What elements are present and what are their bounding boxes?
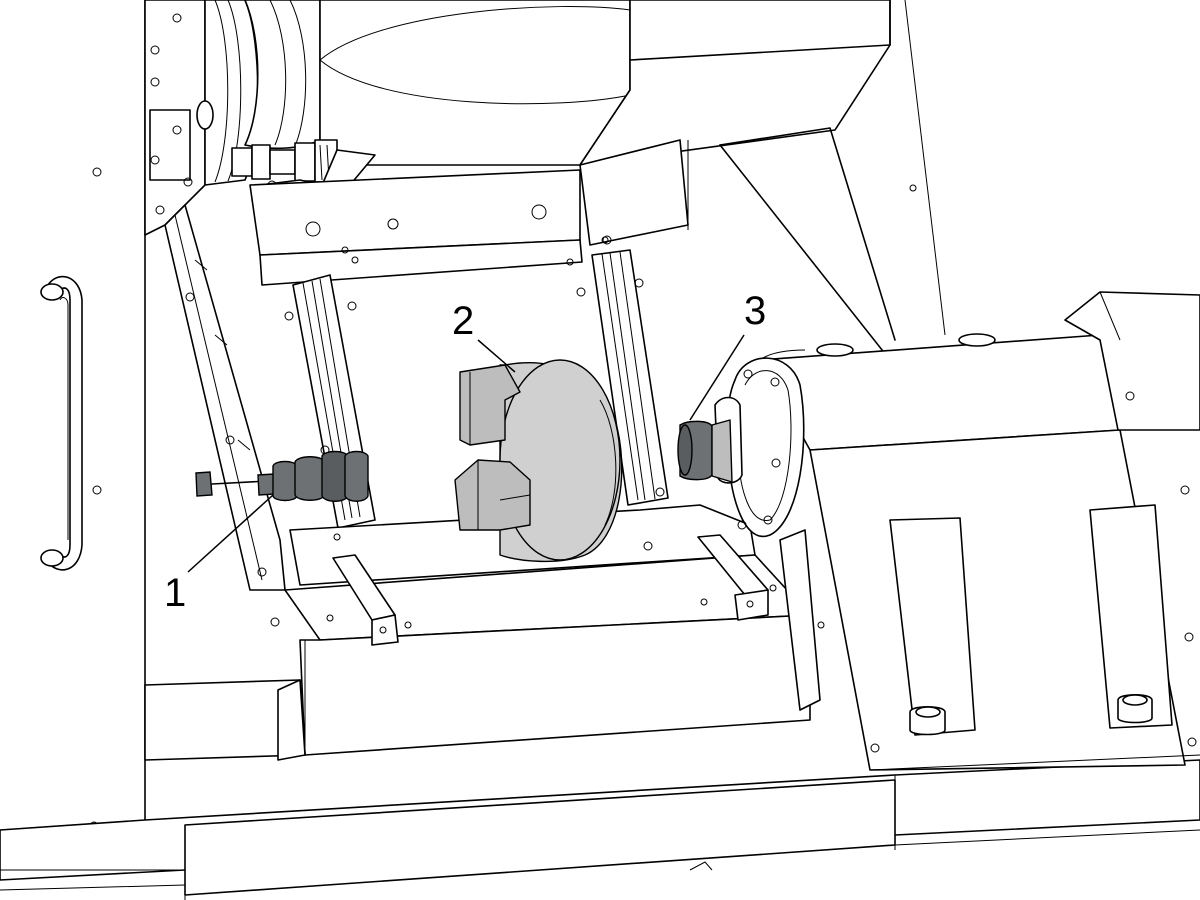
bed-block-right bbox=[697, 534, 769, 621]
door-handle bbox=[40, 275, 83, 571]
chuck bbox=[454, 359, 623, 563]
tailstock-body bbox=[759, 291, 1200, 771]
callout-3: 3 bbox=[744, 289, 766, 333]
cross-slide bbox=[249, 139, 689, 286]
callout-2: 2 bbox=[452, 299, 474, 343]
spindle-housing bbox=[144, 0, 891, 236]
live-center bbox=[677, 419, 733, 483]
leader-2 bbox=[477, 339, 516, 373]
bar-puller-tool bbox=[195, 450, 369, 502]
rear-wall bbox=[719, 0, 946, 361]
front-lower-panels bbox=[0, 679, 1200, 900]
bed-block-left bbox=[332, 554, 399, 646]
left-rail bbox=[284, 274, 376, 545]
callout-1: 1 bbox=[164, 571, 186, 615]
left-way-cover bbox=[164, 204, 286, 591]
callout-leaders bbox=[187, 334, 745, 573]
leader-1 bbox=[187, 494, 274, 573]
leader-3 bbox=[689, 334, 745, 421]
